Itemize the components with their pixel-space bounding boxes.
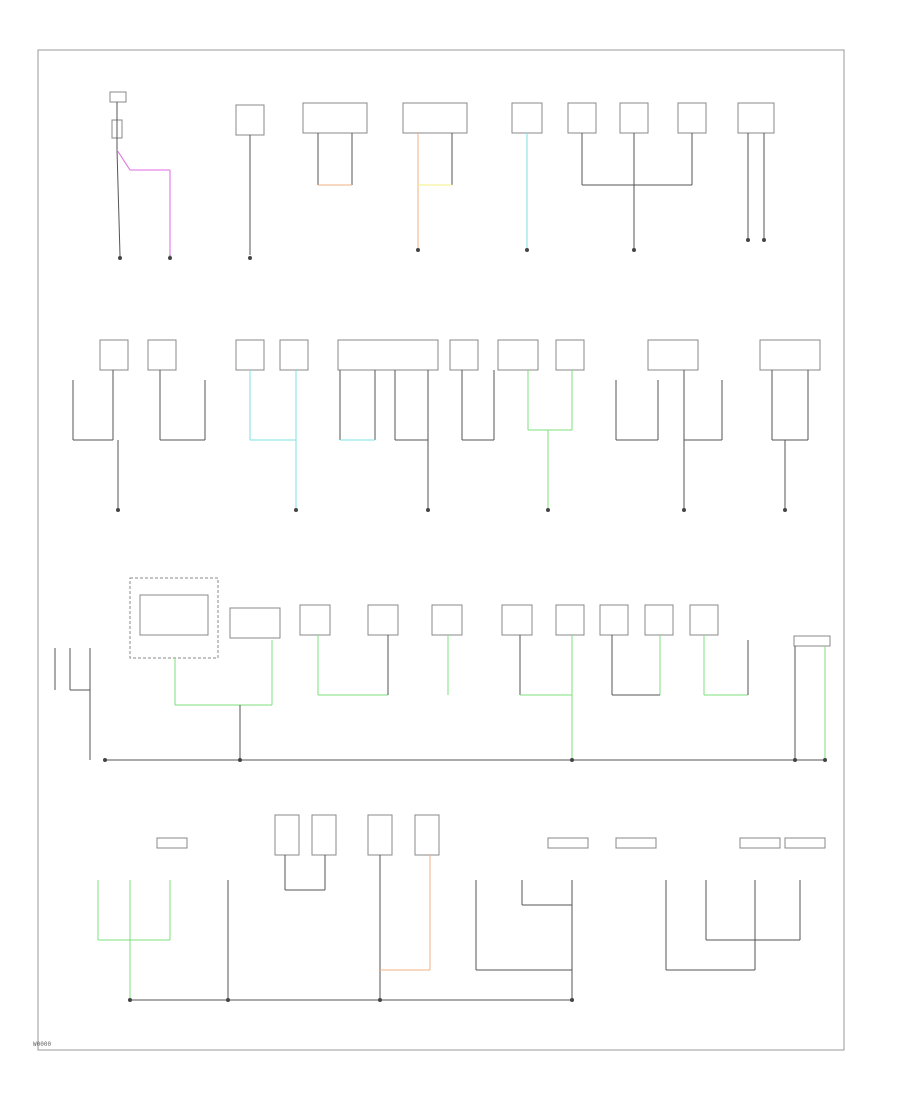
- row-1-components: [109, 91, 775, 258]
- diagram-frame: [37, 49, 845, 1051]
- row-2-components: [72, 339, 821, 510]
- ground-terminals: [103, 238, 827, 1002]
- diagram-code: W0000: [33, 1041, 52, 1048]
- row-3-components: [54, 577, 831, 761]
- row-4-components: [97, 814, 826, 1001]
